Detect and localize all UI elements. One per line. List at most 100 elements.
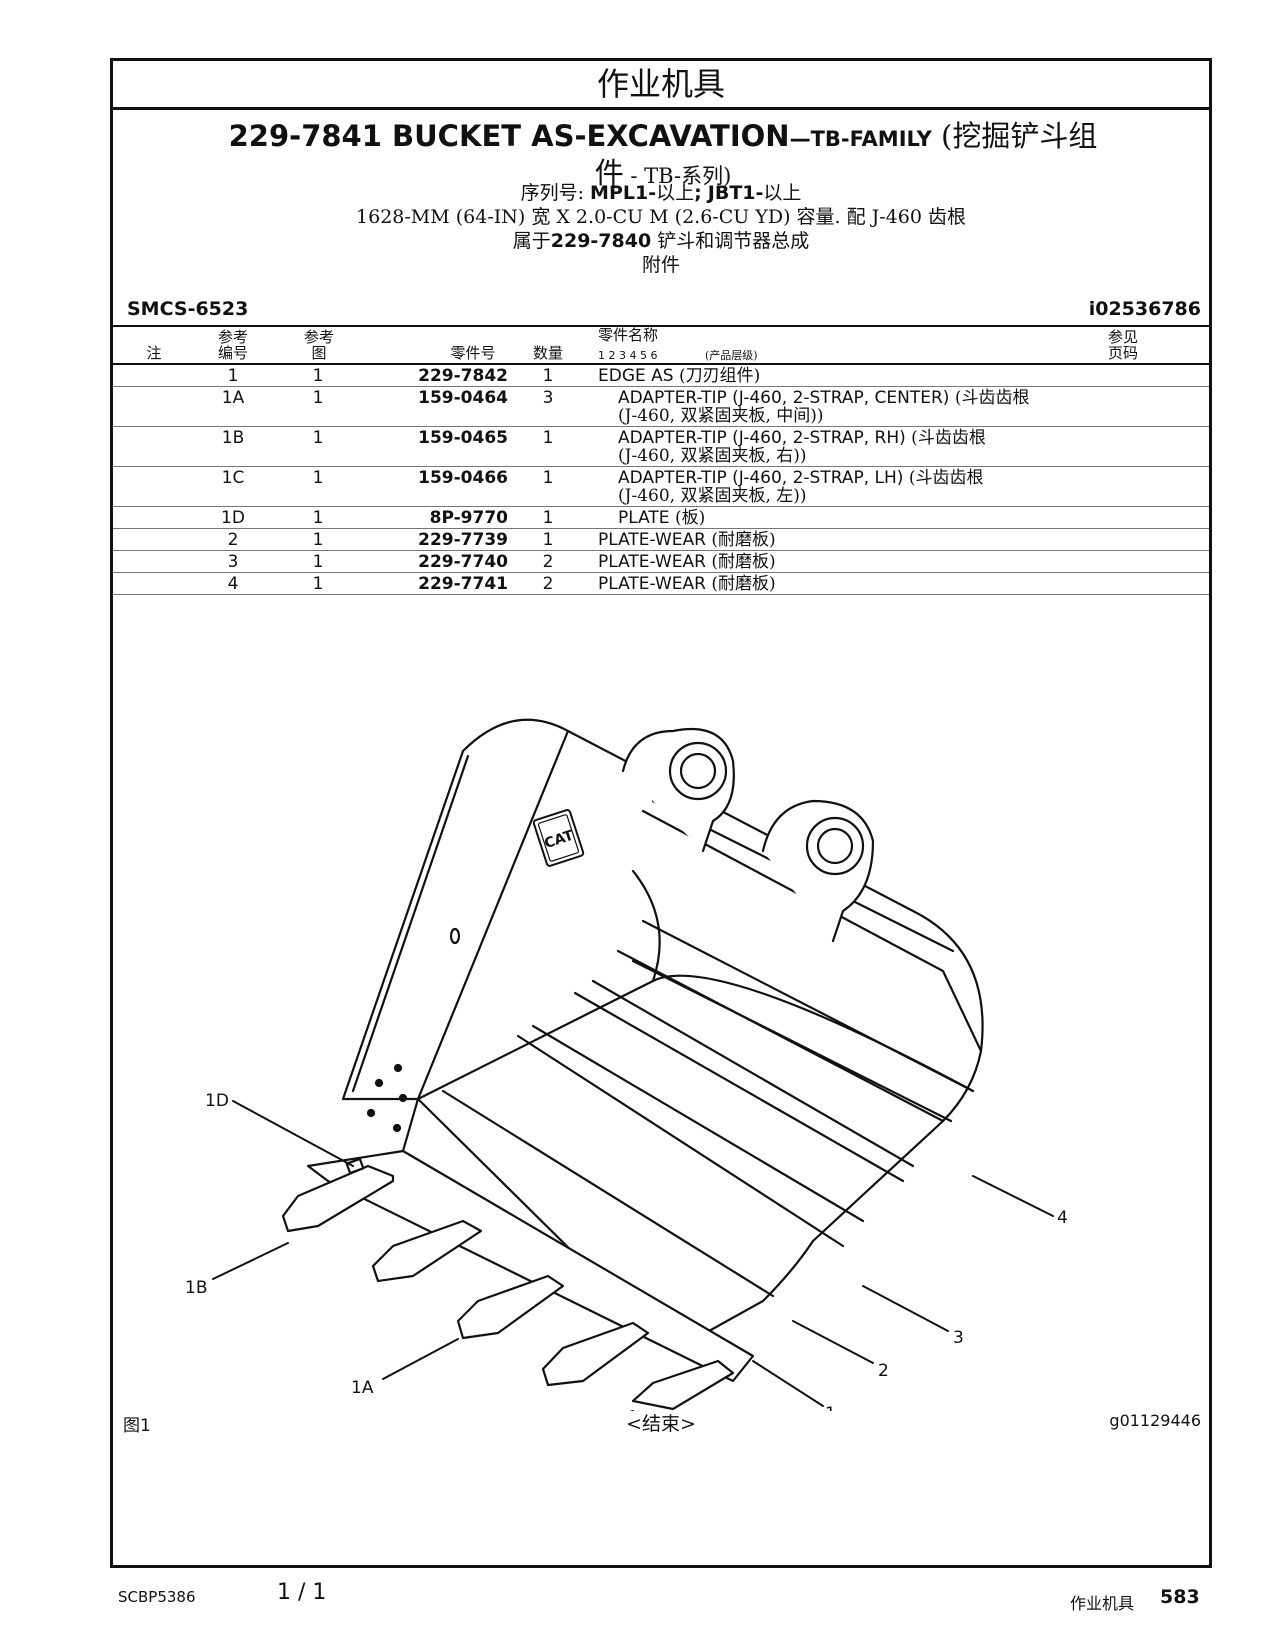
part-number: 159-0464 (418, 388, 508, 408)
illustration-id: i02536786 (1088, 298, 1201, 320)
quantity: 1 (542, 530, 554, 550)
ref-figure: 1 (312, 552, 324, 572)
col-fig-2: 图 (311, 344, 327, 362)
serial-range2: JBT1- (707, 182, 764, 204)
ref-figure: 1 (312, 574, 324, 594)
part-number: 229-7842 (418, 366, 508, 386)
belongs-part: 229-7840 (550, 230, 652, 252)
ref-number: 4 (227, 574, 239, 594)
ref-figure: 1 (312, 428, 324, 448)
title-cn-line2-tail: - TB-系列) (623, 164, 732, 188)
col-part-no: 零件号 (450, 344, 496, 362)
page-frame: 作业机具 229-7841 BUCKET AS-EXCAVATION—TB-FA… (110, 58, 1212, 1568)
ref-figure: 1 (312, 530, 324, 550)
quantity: 1 (542, 428, 554, 448)
part-name: ADAPTER-TIP (J-460, 2-STRAP, RH) (斗齿齿根(J… (598, 429, 1178, 465)
part-name-en: PLATE-WEAR (598, 530, 706, 550)
title-suffix: —TB-FAMILY (789, 127, 932, 151)
ref-number: 2 (227, 530, 239, 550)
belongs-prefix: 属于 (512, 230, 551, 252)
part-name-cn-line2: (J-460, 双紧固夹板, 右)) (618, 446, 807, 466)
ref-number: 1 (227, 366, 239, 386)
part-name-cn: (耐磨板) (706, 552, 776, 572)
part-number: 229-7739 (418, 530, 508, 550)
ref-number: 1B (221, 428, 245, 448)
quantity: 1 (542, 468, 554, 488)
col-name: 零件名称 (598, 326, 659, 344)
part-name-cn: (刀刃组件) (673, 366, 761, 386)
ref-figure: 1 (312, 468, 324, 488)
section-title: 作业机具 (113, 61, 1209, 110)
ref-number: 1A (221, 388, 245, 408)
attachment-label: 附件 (641, 254, 680, 276)
col-fig-1: 参考 (303, 328, 334, 346)
part-name-cn: (耐磨板) (706, 574, 776, 594)
callout-1D: 1D (205, 1091, 229, 1111)
quantity: 1 (542, 366, 554, 386)
footer-section: 作业机具 (1070, 1594, 1135, 1613)
table-row: 1C 1 159-0466 1 ADAPTER-TIP (J-460, 2-STRAP,… (113, 467, 1209, 507)
quantity: 3 (542, 388, 554, 408)
title-part-number: 229-7841 (228, 119, 382, 153)
serial-line: 序列号: MPL1-以上; JBT1-以上 (113, 181, 1209, 206)
spec-line: 1628-MM (64-IN) 宽 X 2.0-CU M (2.6-CU YD)… (356, 206, 966, 228)
col-ref-2: 编号 (217, 344, 248, 362)
header-divider (113, 325, 1209, 327)
bucket-title: 229-7841 BUCKET AS-EXCAVATION—TB-FAMILY … (193, 119, 1133, 193)
col-see-2: 页码 (1107, 344, 1138, 362)
col-note: 注 (146, 344, 162, 362)
part-name-en: ADAPTER-TIP (J-460, 2-STRAP, LH) (618, 468, 904, 488)
col-see-1: 参见 (1107, 328, 1138, 346)
figure-label: 图1 (123, 1416, 151, 1436)
serial-range1: MPL1- (590, 182, 657, 204)
ref-figure: 1 (312, 508, 324, 528)
ref-figure: 1 (312, 388, 324, 408)
footer-doc: SCBP5386 (118, 1588, 196, 1606)
col-levels: 1 2 3 4 5 6 (598, 349, 658, 362)
ref-number: 1D (221, 508, 245, 528)
part-name-en: PLATE-WEAR (598, 552, 706, 572)
quantity: 1 (542, 508, 554, 528)
callout-3: 3 (953, 1328, 964, 1348)
part-number: 159-0466 (418, 468, 508, 488)
part-name-cn-line2: (J-460, 双紧固夹板, 左)) (618, 486, 807, 506)
part-name-cn: (斗齿齿根 (903, 468, 984, 488)
table-row: 1 1 229-7842 1 EDGE AS (刀刃组件) (113, 365, 1209, 387)
part-name: ADAPTER-TIP (J-460, 2-STRAP, LH) (斗齿齿根 (J… (598, 469, 1178, 505)
col-levels-note: (产品层级) (705, 349, 758, 362)
part-name: PLATE (板) (598, 509, 1178, 527)
end-label: <结束> (626, 1413, 696, 1435)
part-name-en: PLATE-WEAR (598, 574, 706, 594)
part-name-en: PLATE (618, 508, 670, 528)
part-name-en: ADAPTER-TIP (J-460, 2-STRAP, RH) (618, 428, 906, 448)
title-cn-line2: 件 (594, 156, 624, 190)
quantity: 2 (542, 574, 554, 594)
footer-page: 1 / 1 (277, 1580, 327, 1605)
smcs-code: SMCS-6523 (127, 298, 249, 320)
title-name: BUCKET AS-EXCAVATION (392, 119, 790, 153)
callout-2: 2 (878, 1361, 889, 1381)
col-ref-1: 参考 (217, 328, 248, 346)
table-header: 注 参考 编号 参考 图 零件号 数量 零件名称 1 2 3 4 5 6 (产品… (113, 327, 1209, 365)
part-name-cn-line2: (J-460, 双紧固夹板, 中间)) (618, 406, 824, 426)
part-name-cn: (耐磨板) (706, 530, 776, 550)
part-number: 229-7740 (418, 552, 508, 572)
part-name-cn: (斗齿齿根 (949, 388, 1030, 408)
callout-1B: 1B (185, 1278, 207, 1298)
quantity: 2 (542, 552, 554, 572)
callout-4: 4 (1057, 1208, 1068, 1228)
ref-figure: 1 (312, 366, 324, 386)
ref-number: 1C (221, 468, 245, 488)
callout-1: 1 (825, 1404, 836, 1411)
serial-sep: ; (694, 182, 702, 204)
part-name: PLATE-WEAR (耐磨板) (598, 553, 1158, 571)
col-qty: 数量 (532, 344, 563, 362)
callout-1A: 1A (351, 1378, 374, 1398)
part-name-cn: (板) (669, 508, 706, 528)
part-name-en: EDGE AS (598, 366, 674, 386)
title-cn-open: (挖掘铲斗组 (931, 119, 1098, 153)
